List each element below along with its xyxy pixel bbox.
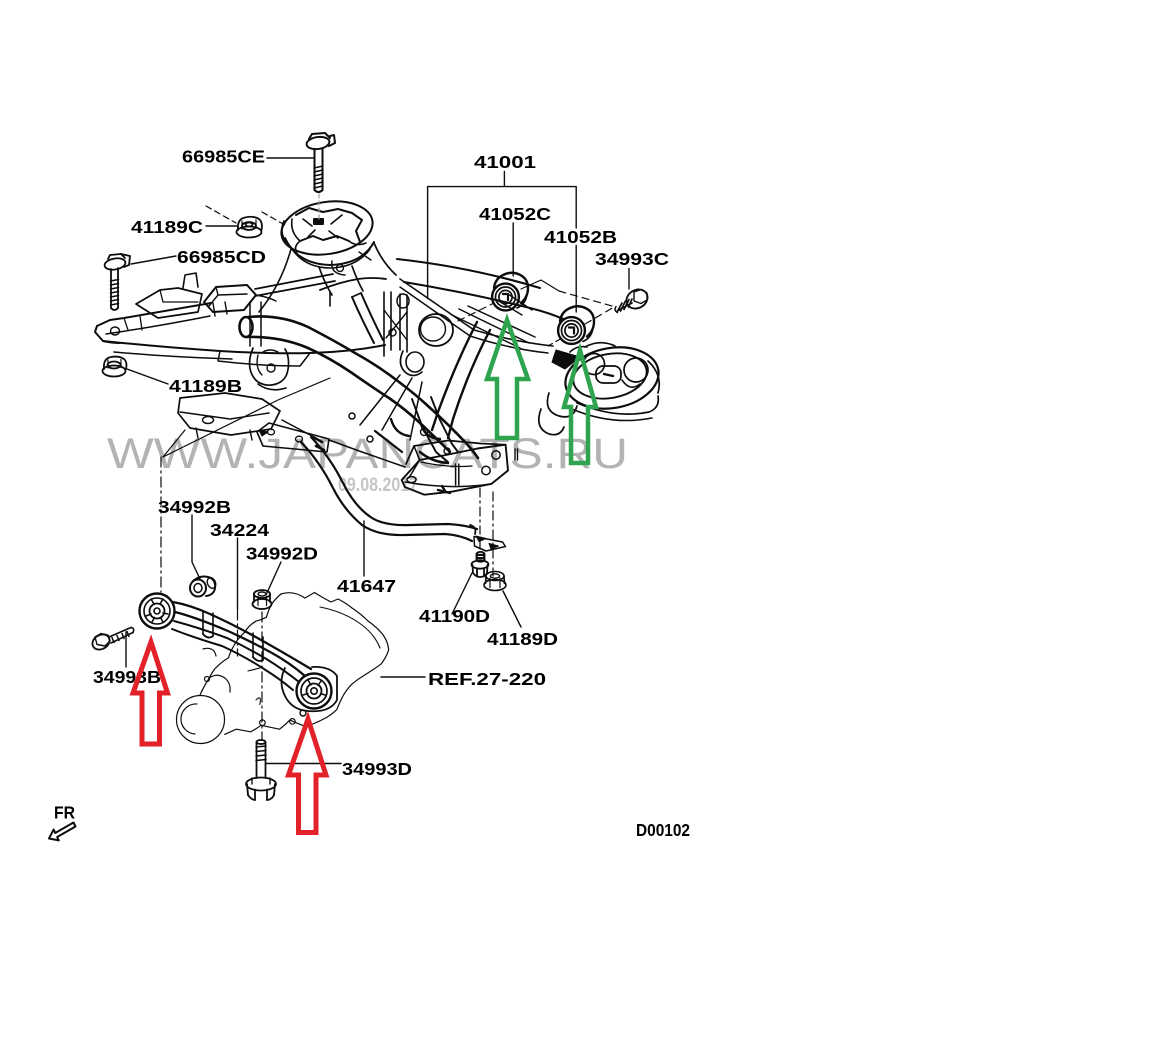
svg-text:41647: 41647 [337,576,396,596]
svg-text:34992B: 34992B [158,497,231,517]
svg-text:09.08.2017: 09.08.2017 [338,475,418,496]
svg-text:41189C: 41189C [131,217,203,237]
svg-text:34993D: 34993D [342,759,412,779]
svg-text:41189B: 41189B [169,376,242,396]
svg-text:66985CE: 66985CE [182,147,265,167]
svg-text:66985CD: 66985CD [177,247,266,267]
svg-text:41052C: 41052C [479,204,551,224]
svg-text:FR: FR [54,803,75,823]
svg-text:34224: 34224 [210,520,269,540]
svg-text:41001: 41001 [474,152,536,172]
svg-text:34992D: 34992D [246,544,318,564]
svg-text:34993C: 34993C [595,249,669,269]
svg-text:REF.27-220: REF.27-220 [428,669,546,689]
svg-text:41189D: 41189D [487,629,558,649]
svg-text:D00102: D00102 [636,820,690,840]
svg-text:34993B: 34993B [93,667,161,687]
svg-text:41052B: 41052B [544,227,617,247]
svg-text:41190D: 41190D [419,606,490,626]
